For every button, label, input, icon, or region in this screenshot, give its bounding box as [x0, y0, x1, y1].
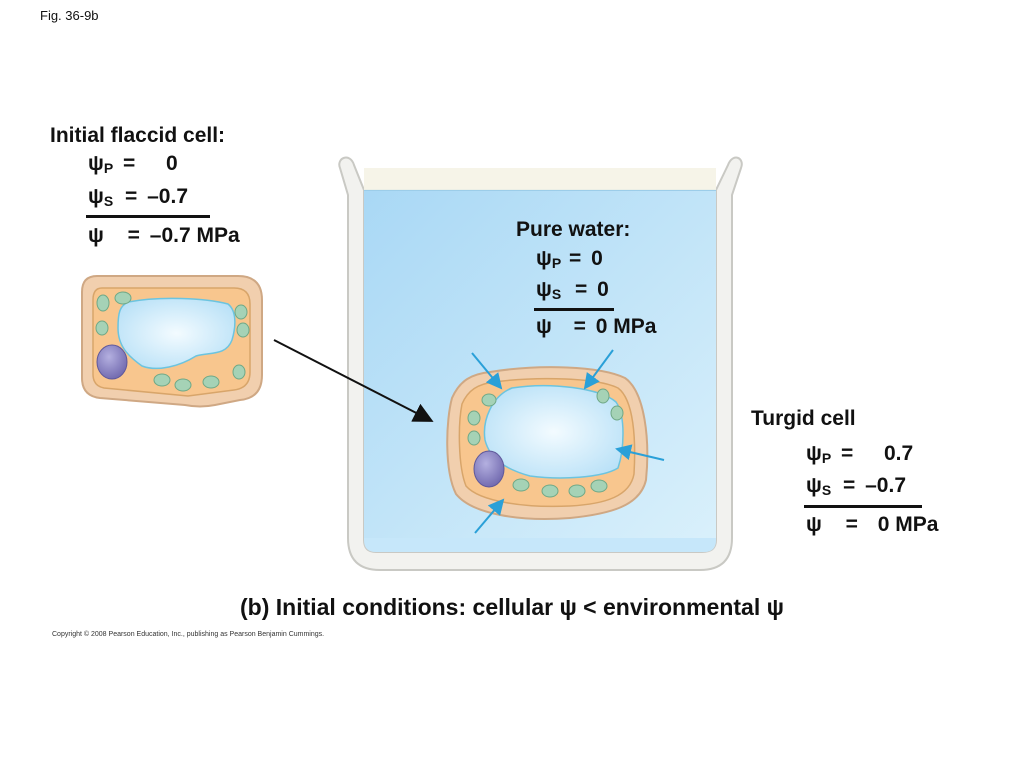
flaccid-cell-block: Initial flaccid cell:	[50, 124, 225, 148]
flaccid-psi-p: ψP = 0	[88, 152, 178, 176]
water-psi-p: ψP = 0	[536, 247, 603, 271]
flaccid-cell	[81, 275, 263, 408]
copyright-notice: Copyright © 2008 Pearson Education, Inc.…	[52, 631, 325, 638]
chloroplasts	[95, 291, 250, 392]
turgid-sum-rule	[804, 505, 922, 508]
flaccid-sum-rule	[86, 215, 210, 218]
flaccid-psi-s: ψS = –0.7	[88, 185, 188, 209]
water-psi-s: ψS = 0	[536, 278, 609, 302]
vacuole	[117, 297, 236, 370]
nucleus	[473, 450, 505, 488]
flaccid-psi-total: ψ = –0.7 MPa	[88, 224, 240, 247]
nucleus	[96, 344, 128, 380]
chloroplasts	[467, 388, 624, 498]
figure-caption: (b) Initial conditions: cellular ψ < env…	[240, 594, 784, 620]
turgid-psi-total: ψ = 0 MPa	[806, 513, 939, 536]
transfer-arrow	[273, 339, 434, 422]
turgid-psi-p: ψP = 0.7	[806, 442, 914, 466]
figure-label: Fig. 36-9b	[40, 8, 99, 23]
water-sum-rule	[534, 308, 614, 311]
turgid-psi-s: ψS = –0.7	[806, 474, 906, 498]
flaccid-title: Initial flaccid cell:	[50, 124, 226, 147]
water-inflow-arrows	[471, 349, 665, 534]
water-title: Pure water:	[516, 218, 631, 241]
turgid-cell	[446, 366, 649, 520]
turgid-title: Turgid cell	[751, 407, 856, 430]
water-psi-total: ψ = 0 MPa	[536, 315, 657, 338]
